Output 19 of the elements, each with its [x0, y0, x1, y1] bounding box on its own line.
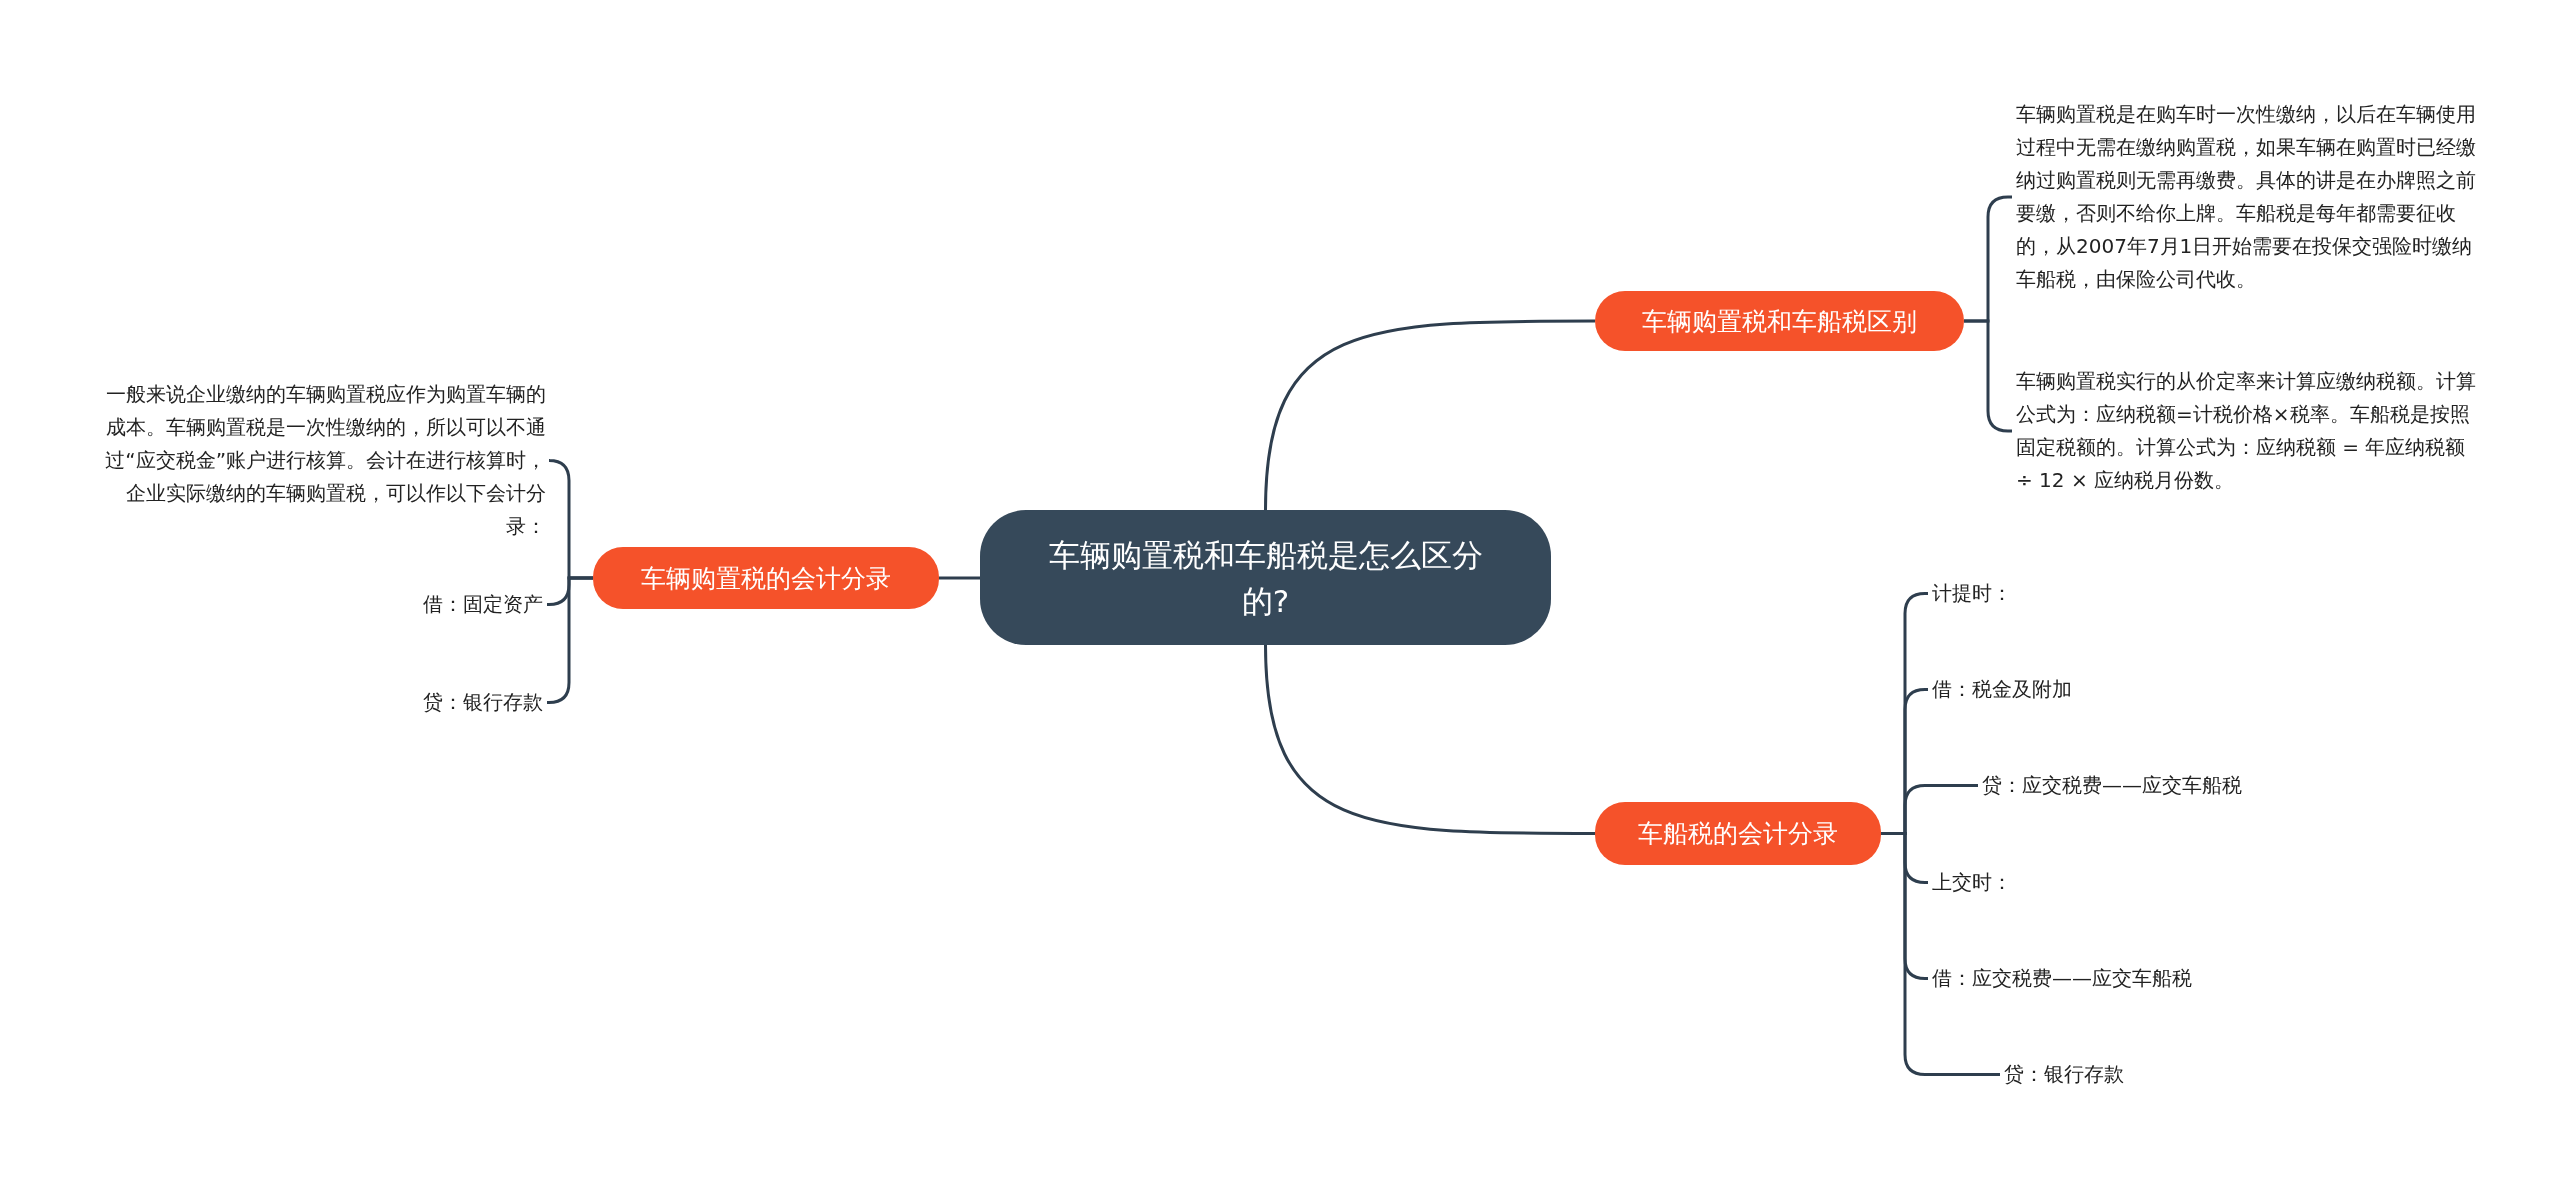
topic-pill: 车辆购置税的会计分录 — [593, 547, 939, 609]
topic-pill: 车船税的会计分录 — [1595, 802, 1881, 865]
central-topic: 车辆购置税和车船税是怎么区分的? — [980, 510, 1551, 645]
connector-line — [939, 576, 980, 580]
subtopic-text: 车辆购置税实行的从价定率来计算应缴纳税额。计算公式为：应纳税额=计税价格×税率。车船税是按照固定税额的。计算公式为：应纳税额 = 年应纳税额 ÷ 12 × 应纳税月份数。 — [2012, 365, 2482, 497]
connector-line — [1881, 832, 2000, 1076]
subtopic-text: 一般来说企业缴纳的车辆购置税应作为购置车辆的成本。车辆购置税是一次性缴纳的，所以可以不通过“应交税金”账户进行核算。会计在进行核算时，企业实际缴纳的车辆购置税，可以作以下会计分录： — [90, 378, 550, 543]
subtopic-text: 贷：银行存款 — [2000, 1058, 2300, 1091]
subtopic-text: 借：税金及附加 — [1928, 673, 2228, 706]
subtopic-text: 借：固定资产 — [340, 588, 547, 621]
subtopic-text: 计提时： — [1928, 577, 2228, 610]
subtopic-text: 贷：应交税费——应交车船税 — [1978, 769, 2318, 802]
subtopic-text: 上交时： — [1928, 866, 2228, 899]
subtopic-text: 贷：银行存款 — [340, 686, 547, 719]
connector-line — [1264, 644, 1595, 835]
subtopic-text: 车辆购置税是在购车时一次性缴纳，以后在车辆使用过程中无需在缴纳购置税，如果车辆在购置时已经缴纳过购置税则无需再缴费。具体的讲是在办牌照之前要缴，否则不给你上牌。车船税是每年都需要征收的，从2007年7月1日开始需要在投保交强险时缴纳车船税，由保险公司代收。 — [2012, 98, 2482, 296]
subtopic-text: 借：应交税费——应交车船税 — [1928, 962, 2268, 995]
connector-line — [1264, 319, 1595, 511]
topic-pill: 车辆购置税和车船税区别 — [1595, 291, 1964, 351]
